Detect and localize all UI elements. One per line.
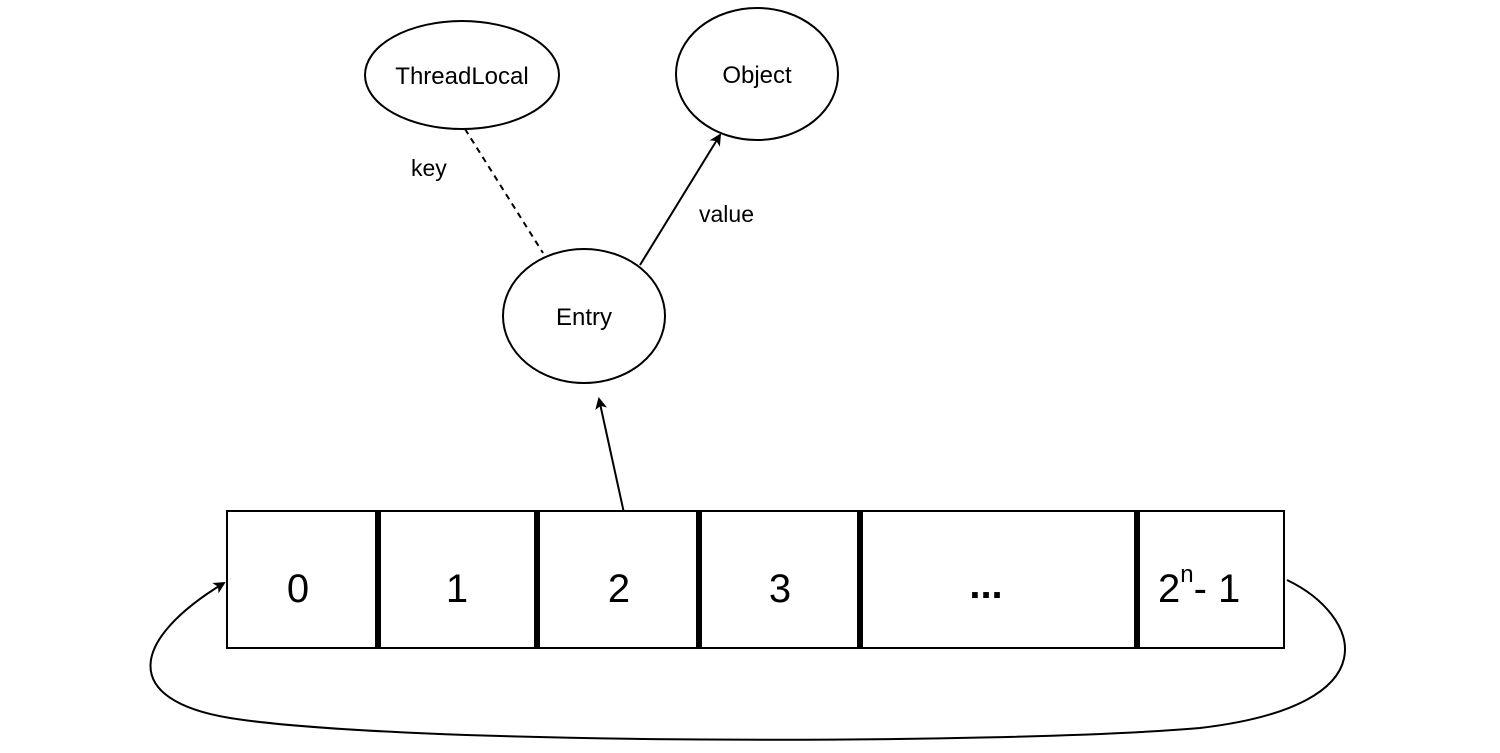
array-cell-ellipsis: ... [969,563,1002,607]
threadlocal-label: ThreadLocal [395,63,528,90]
array-cell-last: 2n- 1 [1158,561,1240,611]
array-cell-last-base: 2 [1158,567,1180,611]
cell-to-entry-arrow [595,397,625,514]
value-edge-label: value [699,201,754,227]
array-cell-last-suffix: - 1 [1194,567,1241,611]
key-edge [464,128,544,254]
key-edge-label: key [411,155,447,181]
object-node: Object [675,7,839,141]
array-cell-3: 3 [769,567,791,611]
array-cell-last-superscript: n [1180,561,1193,588]
object-label: Object [722,62,792,89]
value-edge [639,133,722,266]
entry-array: 0 1 2 3 ... 2n- 1 [226,510,1285,649]
array-outline [226,510,1285,649]
entry-label: Entry [556,304,612,331]
array-cell-0: 0 [287,567,309,611]
wraparound-arrow [149,579,1346,741]
array-cell-2: 2 [608,567,630,611]
array-cell-1: 1 [446,567,468,611]
entry-node: Entry [502,248,666,384]
threadlocal-node: ThreadLocal [364,20,560,130]
